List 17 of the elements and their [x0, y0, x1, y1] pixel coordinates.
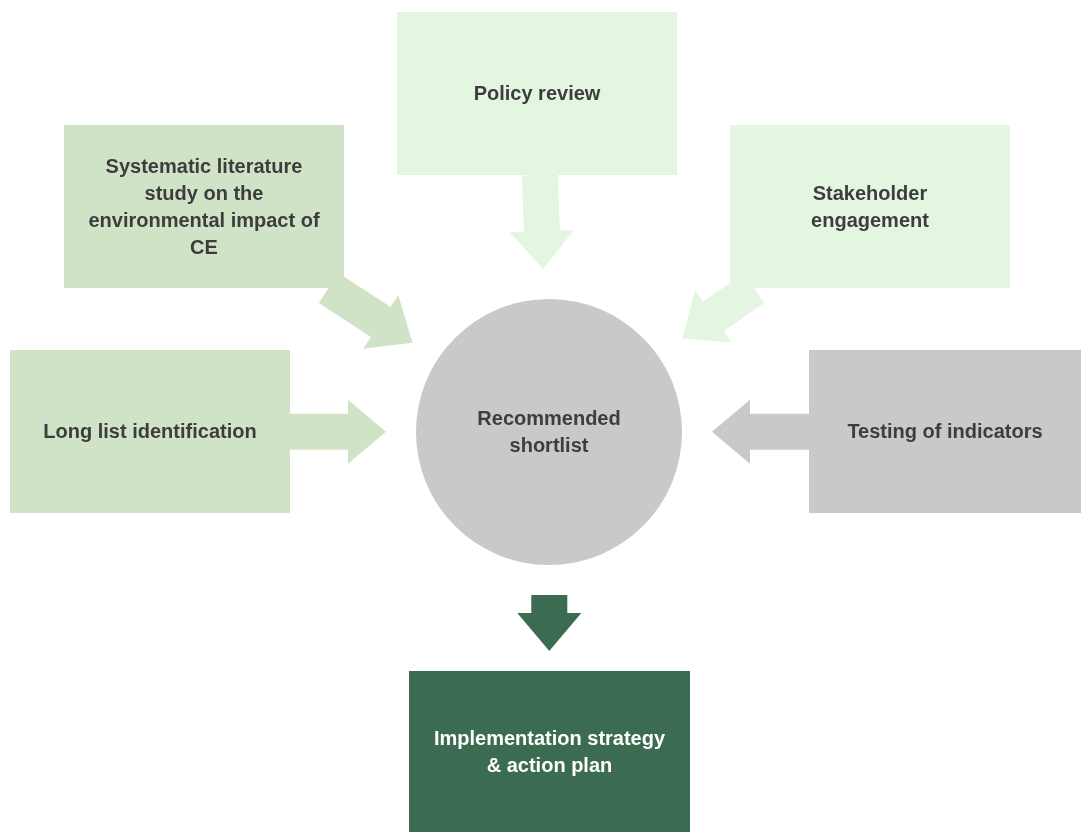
node-label: Systematic literature study on the environmental impact of CE — [88, 153, 320, 260]
process-box — [397, 12, 677, 175]
block-arrow — [712, 399, 809, 464]
block-arrow — [517, 595, 582, 651]
block-arrow — [290, 399, 386, 464]
node-label: Recommended shortlist — [476, 406, 622, 458]
node-label: Implementation strategy & action plan — [433, 725, 666, 778]
process-box — [809, 350, 1081, 513]
process-box — [10, 350, 290, 513]
node-label: Stakeholder engagement — [810, 180, 930, 233]
block-arrow — [509, 174, 574, 270]
process-box — [730, 125, 1010, 288]
node-label: Long list identification — [43, 419, 257, 444]
outcome-box — [409, 671, 690, 832]
node-label: Testing of indicators — [847, 419, 1043, 444]
process-box — [64, 125, 344, 288]
node-label: Policy review — [473, 81, 601, 106]
